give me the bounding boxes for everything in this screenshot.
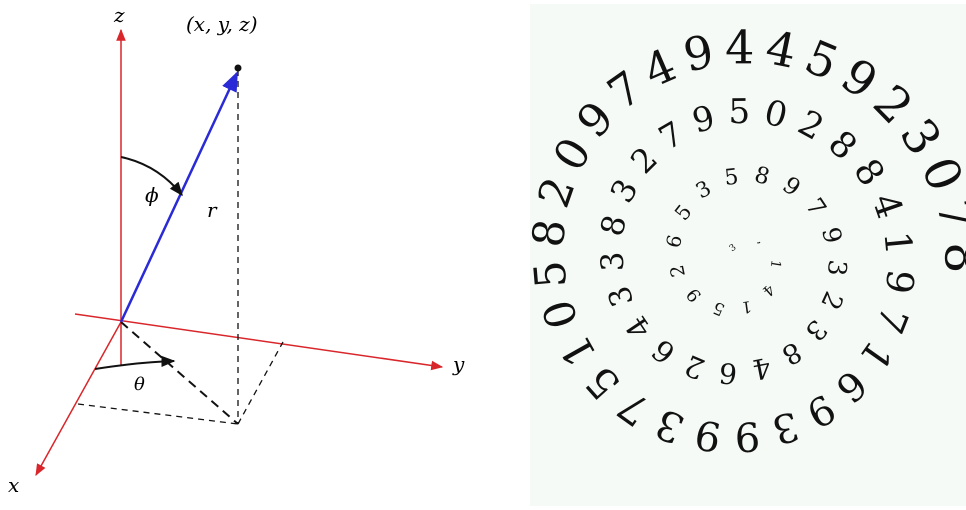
pi-digit: 6 <box>717 356 738 391</box>
pi-digit: 6 <box>827 361 875 411</box>
pi-digit: 8 <box>594 211 634 239</box>
pi-digit: 0 <box>910 149 966 199</box>
pi-digit: 3 <box>602 282 641 311</box>
pi-digit: 3 <box>603 172 646 209</box>
axis-y-label: y <box>452 352 465 376</box>
pi-digit: 4 <box>619 309 659 344</box>
pi-digit: 9 <box>679 25 718 83</box>
pi-digit: 4 <box>725 20 754 74</box>
pi-digit: 7 <box>925 194 966 235</box>
pi-digit: 9 <box>816 224 848 246</box>
pi-digit: 5 <box>710 298 728 321</box>
pi-digit: 8 <box>752 162 773 191</box>
pi-digit: 3 <box>728 243 739 255</box>
pi-digit: 7 <box>867 301 917 340</box>
pi-digit: 2 <box>679 348 709 386</box>
theta-label: θ <box>134 374 145 395</box>
pi-digit: 2 <box>530 171 586 214</box>
y-drop-dashed-line <box>237 341 284 425</box>
pi-digit: 4 <box>636 38 683 98</box>
pi-digit: 8 <box>933 242 966 273</box>
pi-digit: 6 <box>646 332 682 370</box>
pi-digit: 4 <box>864 188 912 224</box>
pi-digit: 9 <box>876 267 923 297</box>
projection-dashed-line <box>120 321 239 425</box>
pi-digit: 8 <box>820 123 864 168</box>
phi-label: ϕ <box>145 183 159 207</box>
axis-z-label: z <box>113 3 125 27</box>
pi-digit: 2 <box>623 140 665 182</box>
pi-digit: 9 <box>734 412 761 459</box>
pi-digit: 8 <box>777 335 807 370</box>
pi-digit: 1 <box>767 258 784 269</box>
pi-digit: 8 <box>530 216 577 250</box>
theta-arc <box>94 355 176 370</box>
pi-digit: 2 <box>814 287 848 314</box>
pi-digit: 7 <box>652 113 690 157</box>
pi-digit: 3 <box>691 175 715 203</box>
pi-digit: 9 <box>691 410 725 462</box>
pi-digit: 9 <box>683 284 707 306</box>
pi-digit: 5 <box>576 357 630 409</box>
pi-digit: 7 <box>800 193 832 221</box>
pi-digit: 1 <box>550 327 606 374</box>
pi-digit: 6 <box>662 233 687 251</box>
pi-digit: 3 <box>648 399 691 453</box>
pi-digit: 3 <box>799 313 833 346</box>
pi-digit: 1 <box>850 333 900 378</box>
pi-digit: 4 <box>750 351 774 387</box>
pi-digit: , <box>755 235 768 247</box>
axis-x-label: x <box>8 473 19 497</box>
point-marker <box>234 64 242 72</box>
pi-digit: 1 <box>740 297 753 317</box>
point-label: (x, y, z) <box>186 12 258 36</box>
spherical-coordinates-diagram: z y x (x, y, z) ϕ r θ <box>8 3 465 497</box>
pi-digit: 4 <box>759 281 777 300</box>
pi-digit: 5 <box>670 200 697 225</box>
pi-digit: 4 <box>761 20 801 79</box>
pi-digit: 1 <box>875 229 920 256</box>
pi-digit: 8 <box>845 152 892 194</box>
pi-digit: 3 <box>767 402 803 453</box>
phi-arc <box>120 156 183 197</box>
pi-digit: 5 <box>723 165 740 191</box>
pi-digit: 3 <box>595 251 632 272</box>
x-axis <box>35 321 122 477</box>
pi-digit: 9 <box>777 171 805 202</box>
diagram-canvas: z y x (x, y, z) ϕ r θ <box>8 3 465 497</box>
radius-vector <box>119 71 239 323</box>
pi-digit: 2 <box>791 103 830 149</box>
pi-digit: 5 <box>728 92 750 132</box>
pi-digit: 0 <box>534 294 589 334</box>
pi-digit: 5 <box>530 259 577 290</box>
pi-digit: 0 <box>760 93 791 137</box>
x-drop-dashed-line <box>77 403 239 425</box>
pi-digit: 3 <box>822 258 852 277</box>
pi-digit: 9 <box>799 384 842 435</box>
pi-digit: 9 <box>688 97 719 140</box>
y-axis <box>74 313 444 371</box>
radius-label: r <box>207 198 218 222</box>
pi-digit: 2 <box>667 263 690 279</box>
